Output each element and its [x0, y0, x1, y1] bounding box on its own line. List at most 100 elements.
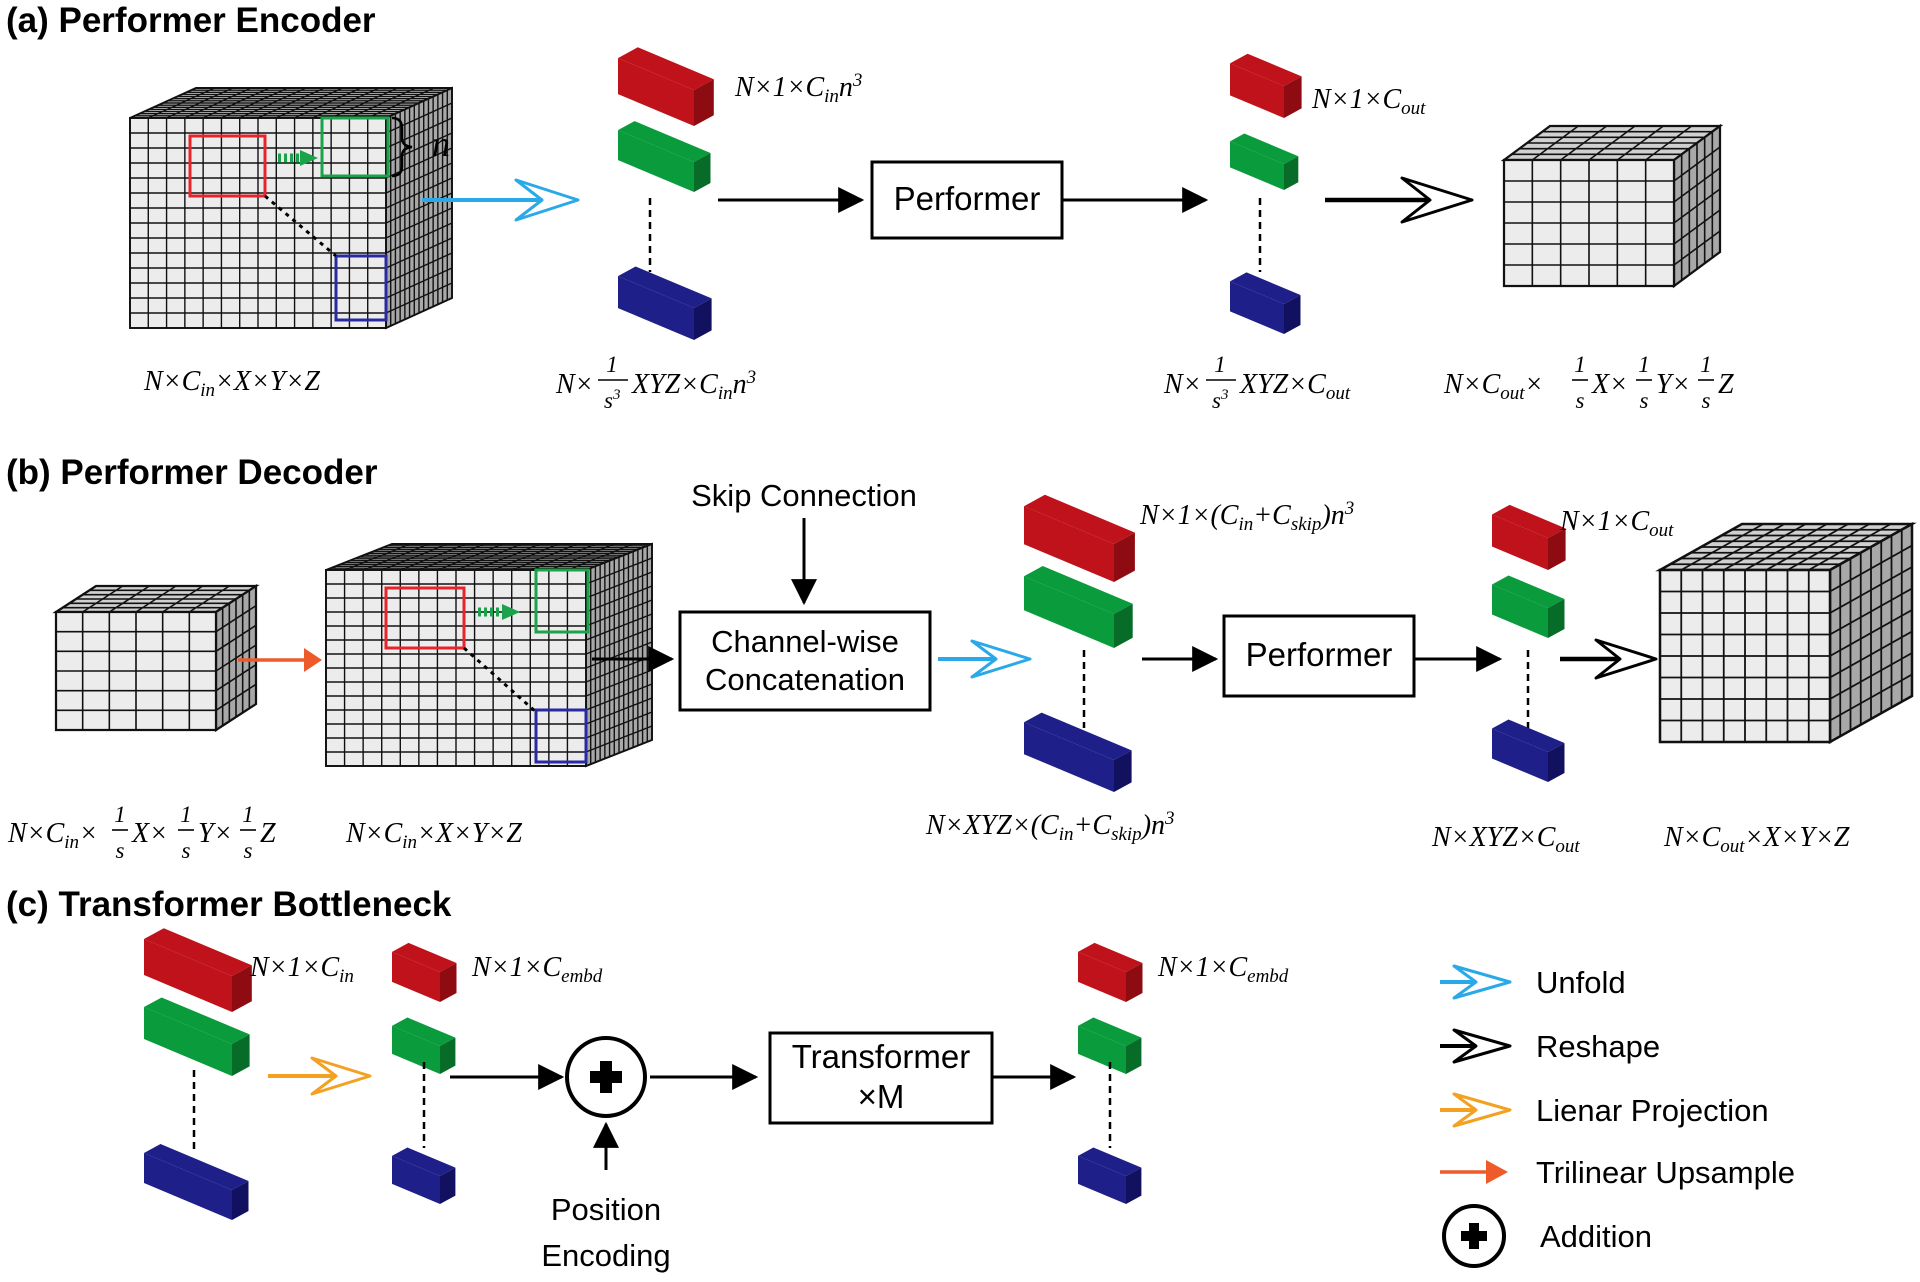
decoder-green-slide-arrow: [478, 604, 520, 620]
bottleneck-embd-token-green: [392, 1017, 456, 1074]
legend-reshape-label: Reshape: [1536, 1029, 1660, 1064]
decoder-blue-patch-outline: [534, 708, 588, 764]
encoder-reshape-arrow-icon: [1325, 176, 1474, 224]
encoder-performer-box: [870, 160, 1064, 240]
encoder-out-top-dim: N×1×Cout: [1311, 84, 1426, 119]
bottleneck-in-token-green: [144, 997, 250, 1076]
decoder-small-cube: [52, 583, 260, 733]
concat-label-line2: Concatenation: [705, 662, 905, 697]
encoder-unfold-arrow-icon: [422, 178, 580, 222]
svg-text:s: s: [1576, 388, 1585, 413]
svg-text:X×: X×: [1591, 369, 1628, 400]
encoder-output-dim: N×Cout× 1 s X× 1 s Y× 1 s Z: [1443, 352, 1734, 413]
bottleneck-out-token-red: [1078, 942, 1143, 1002]
legend-unfold-label: Unfold: [1536, 965, 1626, 1000]
encoder-out-token-red: [1230, 53, 1302, 118]
encoder-performer-label: Performer: [894, 180, 1041, 217]
legend-addition-icon: [1442, 1204, 1506, 1268]
decoder-tokens-dim: N×XYZ×(Cin+Cskip)n3: [925, 808, 1175, 845]
svg-text:s: s: [244, 838, 253, 863]
svg-text:Y×: Y×: [1656, 369, 1690, 400]
svg-text:Y×: Y×: [198, 818, 232, 849]
svg-text:1: 1: [1638, 352, 1650, 377]
bottleneck-in-token-blue: [144, 1144, 249, 1220]
encoder-out-token-blue: [1230, 272, 1301, 334]
legend-upsample-icon: [1440, 1160, 1508, 1184]
svg-text:s: s: [116, 838, 125, 863]
legend: Unfold Reshape Lienar Projection Triline…: [1440, 964, 1795, 1268]
svg-text:s: s: [182, 838, 191, 863]
svg-text:1: 1: [1700, 352, 1712, 377]
svg-text:1: 1: [180, 802, 192, 827]
decoder-output-cube: [1655, 521, 1917, 745]
encoder-out-tokens-dim: N× 1 s3 XYZ×Cout: [1163, 352, 1351, 413]
addition-node-icon: [565, 1036, 647, 1118]
svg-text:s: s: [1702, 388, 1711, 413]
bottleneck-in-top-dim: N×1×Cin: [249, 952, 354, 987]
svg-text:XYZ×Cinn3: XYZ×Cinn3: [631, 367, 756, 404]
decoder-out-token-red: [1492, 504, 1566, 570]
svg-text:N×Cout×: N×Cout×: [1443, 369, 1543, 404]
svg-text:1: 1: [114, 802, 126, 827]
transformer-label-line1: Transformer: [792, 1038, 970, 1075]
legend-unfold-icon: [1440, 964, 1512, 1000]
encoder-title: (a) Performer Encoder: [6, 1, 376, 40]
svg-text:1: 1: [1574, 352, 1586, 377]
encoder-tokens-dim: N× 1 s3 XYZ×Cinn3: [555, 352, 756, 413]
legend-upsample-label: Trilinear Upsample: [1536, 1155, 1795, 1190]
bottleneck-out-top-dim: N×1×Cembd: [1157, 952, 1289, 987]
bottleneck-embd-token-blue: [392, 1147, 456, 1204]
bottleneck-projection-arrow-icon: [268, 1056, 372, 1096]
green-patch-outline: [320, 116, 390, 178]
skip-connection-label: Skip Connection: [691, 478, 917, 513]
svg-text:s: s: [1640, 388, 1649, 413]
svg-text:1: 1: [606, 352, 618, 377]
svg-text:N×: N×: [1163, 369, 1202, 400]
decoder-green-patch-outline: [534, 568, 590, 634]
transformer-label-line2: ×M: [858, 1078, 905, 1115]
svg-text:1: 1: [1214, 352, 1226, 377]
encoder-out-token-green: [1230, 133, 1299, 190]
encoder-token-blue: [618, 266, 712, 340]
encoder-token-green: [618, 121, 711, 192]
decoder-out-tokens-dim: N×XYZ×Cout: [1431, 822, 1580, 857]
bottleneck-out-token-blue: [1078, 1147, 1142, 1204]
decoder-out-token-blue: [1492, 719, 1565, 782]
blue-patch-outline: [334, 254, 388, 322]
svg-text:N×: N×: [555, 369, 594, 400]
decoder-upsample-arrow-icon: [304, 648, 322, 672]
svg-text:Z: Z: [1718, 369, 1734, 400]
bottleneck-in-token-red: [144, 928, 252, 1012]
red-patch-outline: [188, 134, 267, 198]
legend-addition-label: Addition: [1540, 1219, 1652, 1254]
n-brace: [391, 116, 413, 178]
concat-box: [678, 610, 932, 712]
svg-text:N×Cin×: N×Cin×: [7, 818, 98, 853]
encoder-output-cube: [1500, 123, 1724, 289]
svg-text:XYZ×Cout: XYZ×Cout: [1239, 369, 1351, 404]
encoder-token-top-dim: N×1×Cinn3: [734, 70, 862, 107]
decoder-upsampled-dim: N×Cin×X×Y×Z: [345, 818, 522, 853]
bottleneck-out-token-green: [1078, 1017, 1142, 1074]
decoder-token-blue: [1024, 712, 1132, 792]
svg-text:s3: s3: [1212, 387, 1228, 413]
green-slide-arrow: [278, 150, 318, 166]
svg-text:1: 1: [242, 802, 254, 827]
svg-text:s3: s3: [604, 387, 620, 413]
bottleneck-title: (c) Transformer Bottleneck: [6, 885, 452, 924]
decoder-out-top-dim: N×1×Cout: [1559, 506, 1674, 541]
legend-projection-icon: [1440, 1092, 1512, 1128]
decoder-red-patch-outline: [384, 586, 466, 650]
concat-label-line1: Channel-wise: [711, 624, 899, 659]
decoder-performer-box: [1222, 614, 1416, 698]
n-label: n: [432, 124, 450, 164]
svg-text:Z: Z: [260, 818, 276, 849]
decoder-out-token-green: [1492, 575, 1565, 638]
legend-projection-label: Lienar Projection: [1536, 1093, 1769, 1128]
decoder-output-dim: N×Cout×X×Y×Z: [1663, 822, 1850, 857]
decoder-token-red: [1024, 494, 1135, 582]
decoder-unfold-arrow-icon: [938, 639, 1032, 679]
decoder-token-top-dim: N×1×(Cin+Cskip)n3: [1139, 498, 1354, 535]
position-encoding-line2: Encoding: [541, 1238, 670, 1273]
